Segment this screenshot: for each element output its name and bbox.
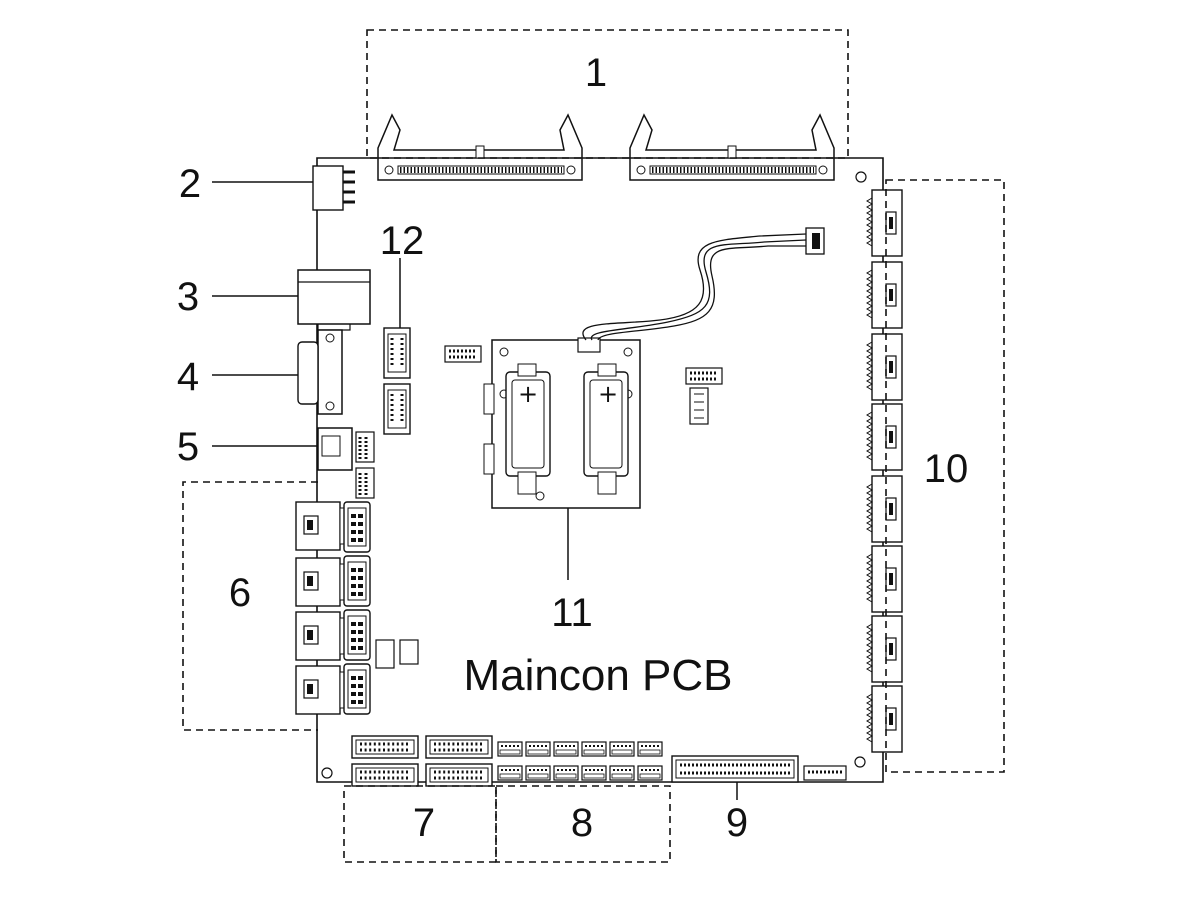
mount-hole — [321, 767, 333, 779]
battery-holder-left: + — [505, 363, 551, 495]
bottom-small-connectors — [497, 741, 663, 781]
aux-connector — [317, 427, 375, 499]
battery-board: + + — [483, 337, 641, 509]
right-connector-column — [866, 189, 903, 753]
header-12-lower — [383, 383, 411, 435]
callout-8: 8 — [571, 801, 593, 845]
group-7-boundary — [343, 785, 497, 863]
callout-2: 2 — [179, 162, 201, 206]
battery-holder-right: + — [583, 363, 629, 495]
group-1-boundary — [366, 29, 849, 159]
callout-5: 5 — [177, 425, 199, 469]
mount-hole — [855, 171, 867, 183]
group-10-boundary — [885, 179, 1005, 773]
callout-12: 12 — [380, 219, 425, 263]
diagram-title: Maincon PCB — [463, 651, 732, 700]
ribbon-header-left — [377, 113, 583, 181]
rj-jack — [297, 269, 371, 331]
mount-hole — [854, 756, 866, 768]
long-bottom-header — [671, 755, 847, 783]
group-6-boundary — [182, 481, 318, 731]
callout-1: 1 — [585, 51, 607, 95]
callout-4: 4 — [177, 355, 199, 399]
header-12-upper — [383, 327, 411, 379]
dsub-connector — [297, 329, 343, 415]
battery-right-polarity: + — [598, 380, 618, 408]
power-connector — [312, 165, 355, 211]
battery-left-polarity: + — [518, 380, 538, 408]
group-8-boundary — [495, 785, 671, 863]
small-header-right — [685, 367, 723, 425]
callout-3: 3 — [177, 275, 199, 319]
callout-9: 9 — [726, 801, 748, 845]
callout-7: 7 — [413, 801, 435, 845]
wire-harness — [582, 227, 825, 341]
callout-10: 10 — [924, 447, 969, 491]
ribbon-header-right — [629, 113, 835, 181]
callout-11: 11 — [551, 591, 593, 635]
left-connector-column — [295, 501, 419, 715]
callout-6: 6 — [229, 571, 251, 615]
bottom-idc-headers — [350, 734, 494, 788]
small-header — [444, 345, 482, 363]
